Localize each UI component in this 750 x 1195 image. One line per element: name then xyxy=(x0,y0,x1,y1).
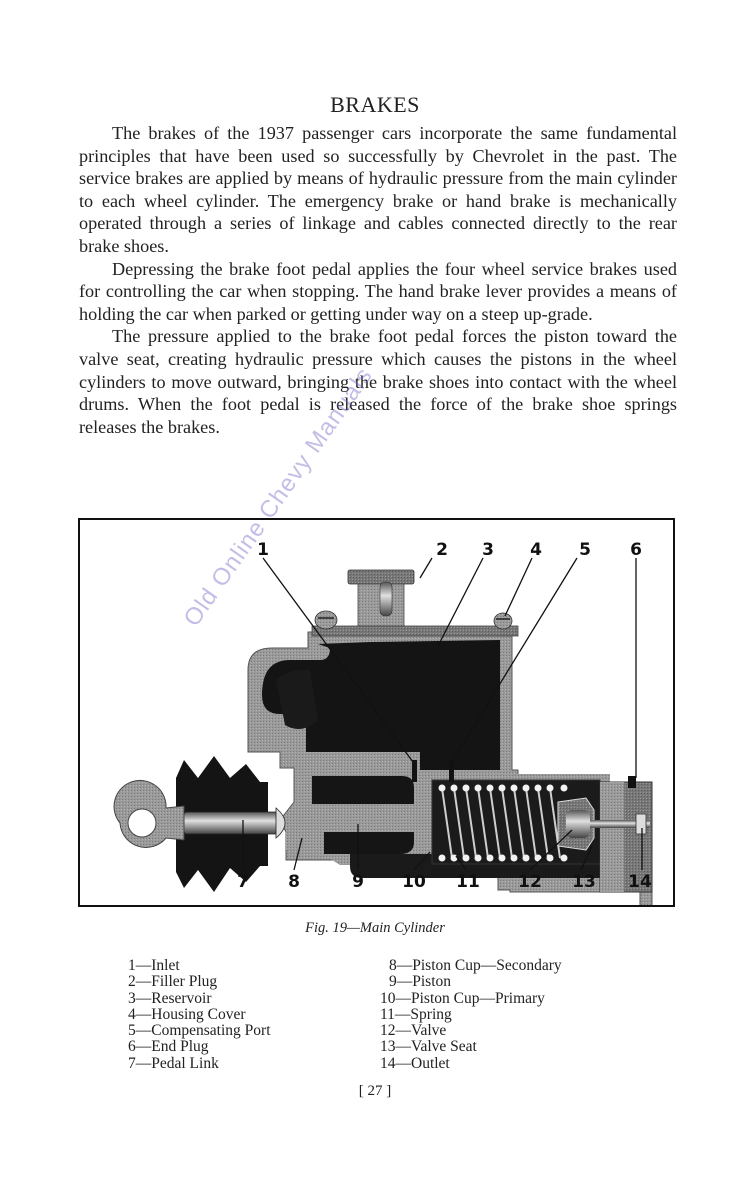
callout-4: 4 xyxy=(530,540,542,560)
page-title: BRAKES xyxy=(330,92,420,117)
legend-item: 10—Piston Cup—Primary xyxy=(380,989,545,1007)
legend-item: 4—Housing Cover xyxy=(128,1005,246,1023)
legend-left: 1—Inlet 2—Filler Plug 3—Reservoir 4—Hous… xyxy=(128,957,271,1072)
callout-7: 7 xyxy=(237,872,249,892)
legend-item: 1—Inlet xyxy=(128,957,180,974)
legend-right: 8—Piston Cup—Secondary 9—Piston 10—Pisto… xyxy=(380,957,562,1072)
paragraph-3: The pressure applied to the brake foot p… xyxy=(79,326,677,437)
legend-item: 5—Compensating Port xyxy=(128,1022,271,1040)
callout-5: 5 xyxy=(579,540,591,560)
paragraph-2: Depressing the brake foot pedal applies … xyxy=(79,258,677,324)
legend-item: 13—Valve Seat xyxy=(380,1038,477,1056)
legend-item: 14—Outlet xyxy=(380,1054,450,1072)
callout-12: 12 xyxy=(518,872,542,892)
legend-item: 12—Valve xyxy=(380,1022,447,1040)
callout-9: 9 xyxy=(352,872,364,892)
figure-caption: Fig. 19—Main Cylinder xyxy=(305,920,445,936)
legend-item: 9—Piston xyxy=(389,973,452,991)
callout-8: 8 xyxy=(288,872,300,892)
callout-13: 13 xyxy=(572,872,596,892)
page-number: [ 27 ] xyxy=(358,1083,392,1099)
legend-item: 6—End Plug xyxy=(128,1038,209,1056)
paragraph-1: The brakes of the 1937 passenger cars in… xyxy=(79,123,677,256)
callout-11: 11 xyxy=(456,872,480,892)
body-text: The brakes of the 1937 passenger cars in… xyxy=(79,122,677,438)
main-cylinder-illustration xyxy=(113,557,653,905)
callout-6: 6 xyxy=(630,540,642,560)
callout-10: 10 xyxy=(402,872,426,892)
main-cylinder-figure: 1 2 3 4 5 6 7 8 9 10 11 12 13 14 xyxy=(78,518,675,907)
legend-item: 7—Pedal Link xyxy=(128,1054,219,1072)
legend-item: 2—Filler Plug xyxy=(128,973,218,991)
legend-item: 3—Reservoir xyxy=(128,989,212,1007)
callout-2: 2 xyxy=(436,540,448,560)
callout-14: 14 xyxy=(628,872,652,892)
callout-3: 3 xyxy=(482,540,494,560)
legend-item: 8—Piston Cup—Secondary xyxy=(389,957,562,974)
legend-item: 11—Spring xyxy=(380,1005,452,1023)
callout-1: 1 xyxy=(257,540,269,560)
